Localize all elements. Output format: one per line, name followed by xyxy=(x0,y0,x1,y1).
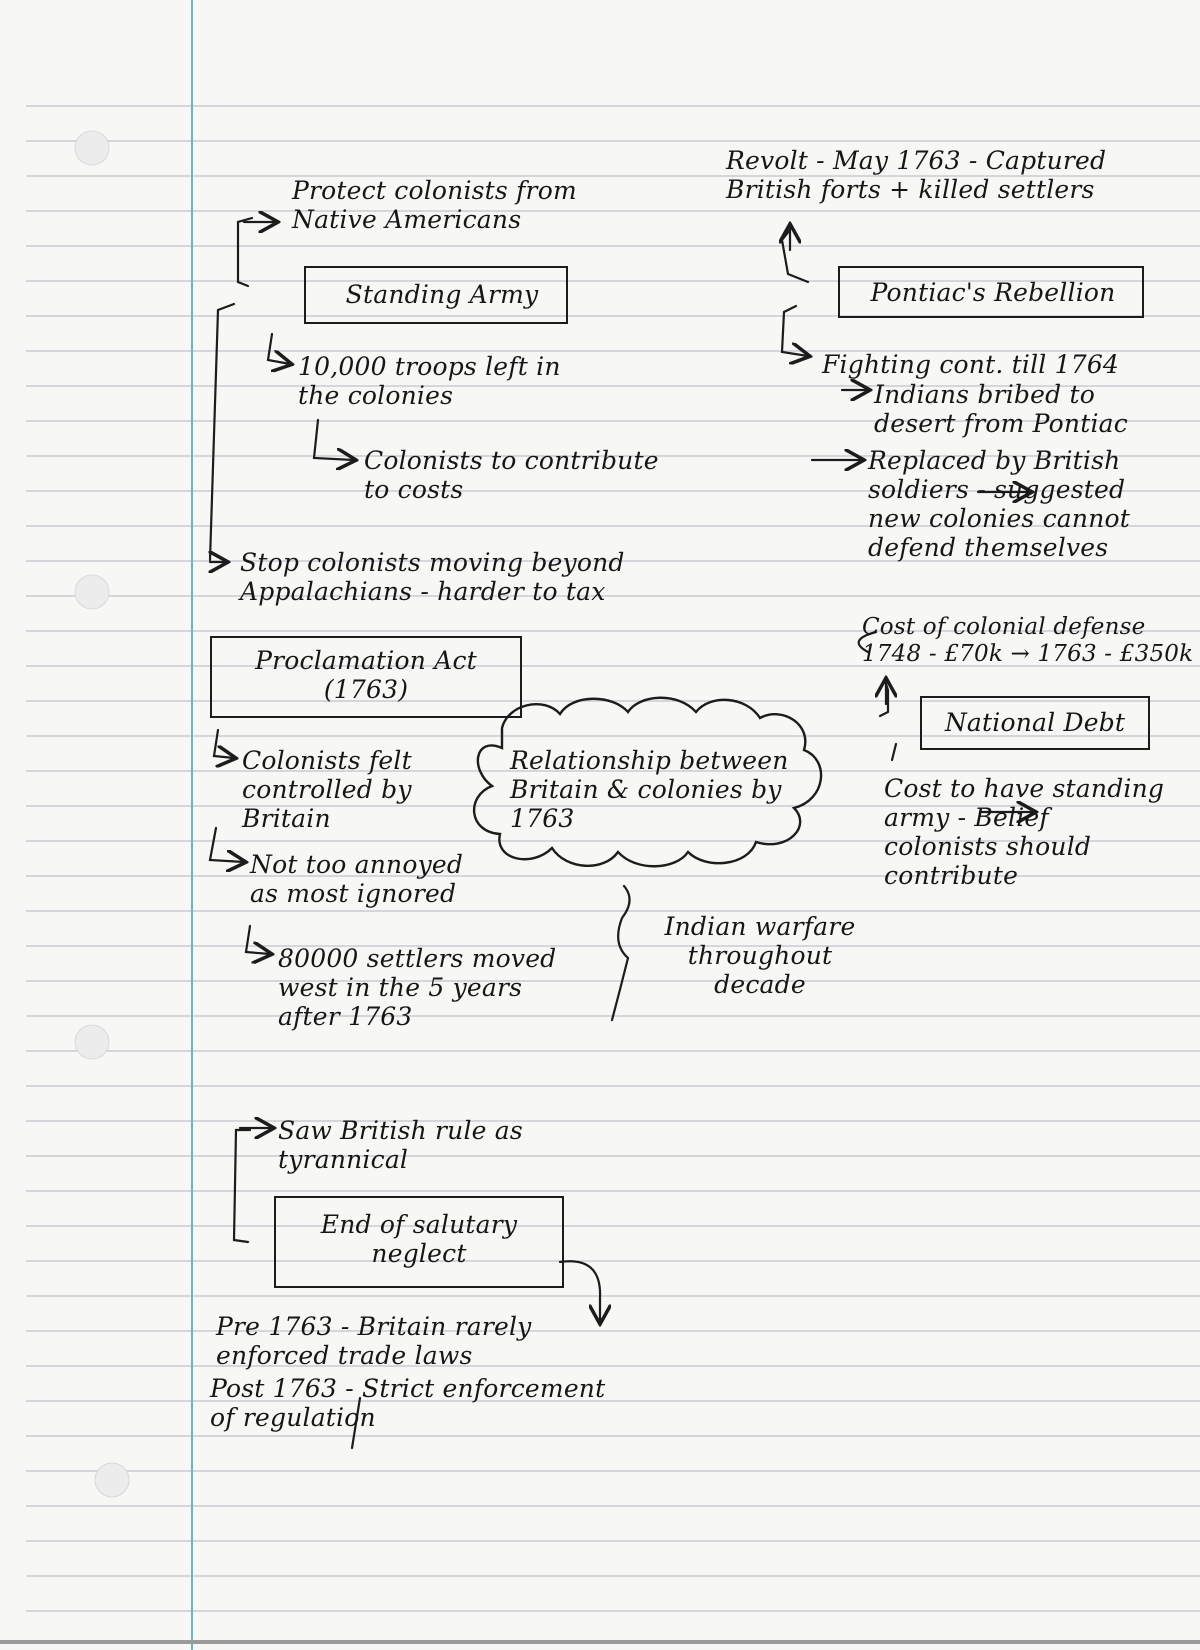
salutary-neglect-box xyxy=(274,1196,564,1288)
connector xyxy=(208,302,236,562)
connector xyxy=(236,216,254,288)
stop-colonists-note: Stop colonists moving beyond Appalachian… xyxy=(240,548,625,606)
connector xyxy=(558,1260,600,1322)
protect-colonists-note: Protect colonists from Native Americans xyxy=(292,176,577,234)
felt-controlled-note: Colonists felt controlled by Britain xyxy=(242,746,412,833)
pontiacs-rebellion-title: Pontiac's Rebellion xyxy=(870,278,1116,307)
troops-note: 10,000 troops left in the colonies xyxy=(298,352,561,410)
tyrannical-note: Saw British rule as tyrannical xyxy=(278,1116,523,1174)
punch-hole xyxy=(74,574,110,610)
connector xyxy=(208,826,244,862)
not-annoyed-note: Not too annoyed as most ignored xyxy=(250,850,464,908)
punch-hole xyxy=(94,1462,130,1498)
fighting-continued-note: Fighting cont. till 1764 xyxy=(822,350,1120,379)
proclamation-act-title: Proclamation Act (1763) xyxy=(255,646,477,704)
national-debt-title: National Debt xyxy=(944,708,1126,737)
connector xyxy=(266,332,290,364)
indians-bribed-note: Indians bribed to desert from Pontiac xyxy=(874,380,1128,438)
cost-standing-army-note: Cost to have standing army - Belief colo… xyxy=(884,774,1165,890)
indian-warfare-note: Indian warfare throughout decade xyxy=(664,912,856,999)
connector xyxy=(780,304,808,356)
pre-1763-note: Pre 1763 - Britain rarely enforced trade… xyxy=(216,1312,532,1370)
connector xyxy=(232,1128,252,1244)
connector xyxy=(350,1396,362,1450)
cost-colonial-defense-note: Cost of colonial defense 1748 - £70k → 1… xyxy=(862,614,1194,667)
connector xyxy=(244,924,270,954)
connector xyxy=(312,418,354,460)
connector xyxy=(212,728,234,758)
salutary-neglect-title: End of salutary neglect xyxy=(320,1210,518,1268)
replaced-soldiers-note: Replaced by British soldiers - suggested… xyxy=(868,446,1131,562)
connector xyxy=(610,884,631,1022)
national-debt-box xyxy=(920,696,1150,750)
punch-hole xyxy=(74,1024,110,1060)
colonists-contribute-note: Colonists to contribute to costs xyxy=(364,446,659,504)
settlers-moved-note: 80000 settlers moved west in the 5 years… xyxy=(278,944,557,1031)
pontiacs-rebellion-box xyxy=(838,266,1144,318)
connector xyxy=(857,630,878,654)
central-topic: Relationship between Britain & colonies … xyxy=(510,746,789,833)
post-1763-note: Post 1763 - Strict enforcement of regula… xyxy=(210,1374,606,1432)
standing-army-box xyxy=(304,266,568,324)
standing-army-title: Standing Army xyxy=(345,280,539,309)
ruled-lines xyxy=(26,105,1200,1612)
revolt-note: Revolt - May 1763 - Captured British for… xyxy=(726,146,1107,204)
connector xyxy=(890,742,898,762)
punch-hole xyxy=(74,130,110,166)
proclamation-act-box xyxy=(210,636,522,718)
central-topic-cloud xyxy=(473,696,823,868)
